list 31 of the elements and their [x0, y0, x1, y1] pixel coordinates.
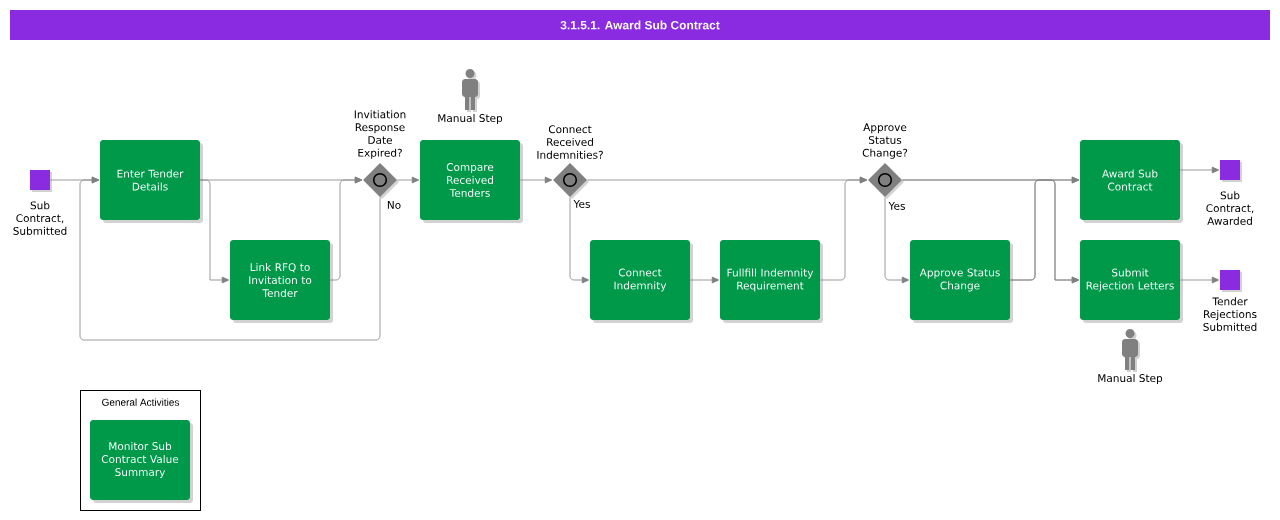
- arrow: [689, 276, 720, 284]
- gateway-label: Approve Status Change?: [862, 123, 908, 159]
- gateway-label: Invitiation Response Date Expired?: [354, 110, 406, 159]
- task-box: Approve Status Change: [910, 240, 1013, 323]
- arrow: [79, 176, 381, 341]
- task-box: Connect Indemnity: [590, 240, 693, 323]
- gateway-label: Connect Received Indemnities?: [537, 125, 603, 159]
- arrow: [199, 179, 230, 284]
- task-box: Monitor Sub Contract Value Summary: [90, 420, 193, 503]
- event-label: Sub Contract, Submitted: [13, 201, 67, 235]
- task-box: Compare Received Tenders: [420, 140, 523, 223]
- task-box: Fullfill Indemnity Requirement: [720, 240, 823, 323]
- arrow: [396, 176, 420, 184]
- edge-label: Yes: [572, 199, 592, 209]
- task-box: Submit Rejection Letters: [1080, 240, 1183, 323]
- icon-caption: Manual Step: [438, 113, 503, 125]
- arrow: [519, 176, 553, 184]
- title-bar: 3.1.5.1. Award Sub Contract: [10, 10, 1270, 40]
- task-box: Link RFQ to Invitation to Tender: [230, 240, 333, 323]
- arrow: [1179, 276, 1220, 284]
- event-label: Tender Rejections Submitted: [1203, 297, 1257, 331]
- task-box: Award Sub Contract: [1080, 140, 1183, 223]
- arrow: [569, 196, 590, 284]
- arrow: [1179, 166, 1220, 174]
- icon-caption: Manual Step: [1098, 373, 1163, 385]
- edge-label: Yes: [887, 201, 907, 211]
- arrow: [884, 196, 910, 284]
- arrow: [819, 176, 868, 281]
- edge-label: No: [385, 200, 403, 210]
- task-box: Enter Tender Details: [100, 140, 203, 223]
- event-label: Sub Contract, Awarded: [1206, 191, 1254, 225]
